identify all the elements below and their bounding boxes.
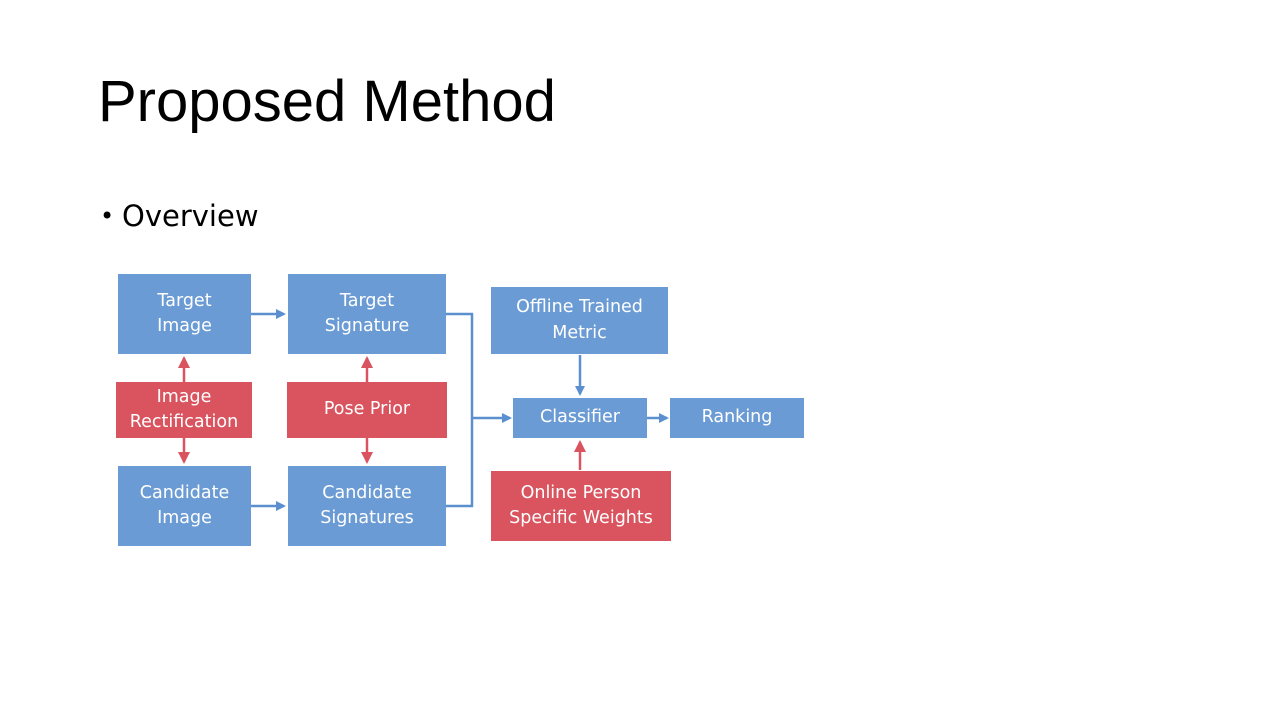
bullet-icon: • (100, 202, 115, 230)
node-image-rectification: Image Rectification (116, 382, 252, 438)
bullet-text: Overview (122, 199, 259, 233)
node-candidate-signatures: Candidate Signatures (288, 466, 446, 546)
bullet-item: • Overview (100, 194, 259, 238)
node-candidate-image: Candidate Image (118, 466, 251, 546)
node-pose-prior: Pose Prior (287, 382, 447, 438)
node-ranking: Ranking (670, 398, 804, 438)
connector-candidate-signatures-to-merge (446, 418, 474, 508)
node-target-signature: Target Signature (288, 274, 446, 354)
connector-target-signature-to-merge (446, 312, 474, 418)
node-classifier: Classifier (513, 398, 647, 438)
slide-title: Proposed Method (98, 69, 556, 134)
node-online-person-specific-weights: Online Person Specific Weights (491, 471, 671, 541)
node-target-image: Target Image (118, 274, 251, 354)
node-offline-trained-metric: Offline Trained Metric (491, 287, 668, 354)
